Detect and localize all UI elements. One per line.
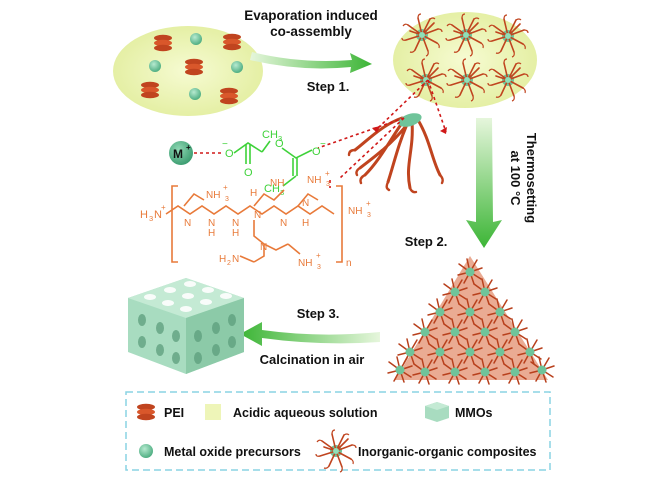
metal-ion-bead <box>169 141 193 165</box>
legend-mmo-swatch <box>425 402 449 422</box>
legend-composite-label: Inorganic-organic composites <box>358 445 537 459</box>
pei-n-label: N <box>184 218 191 229</box>
pei-nh3-label: NH <box>270 178 284 189</box>
metal-precursor-bead <box>190 33 202 45</box>
pei-structure: n H 3 N + N N H N H N N N H NH 3 + NH H … <box>140 169 371 271</box>
acetate2-minus-sign: − <box>320 139 326 150</box>
metal-precursor-bead <box>149 60 161 72</box>
pei-end-nh3-sub: 3 <box>367 212 371 219</box>
pei-nh3-label: NH <box>206 190 220 201</box>
pei-nh3-plus: + <box>223 183 228 192</box>
acetate2-o: O <box>275 138 284 150</box>
acetate-ch: CH <box>262 129 278 141</box>
pei-end-nh3-plus: + <box>366 199 371 208</box>
step1-label: Step 1. <box>307 79 350 94</box>
acetate-o: O <box>244 167 253 179</box>
step1-arrow <box>250 52 372 73</box>
pei-nh3-top-plus: + <box>325 169 330 178</box>
pei-h2n: H <box>219 254 226 265</box>
step3-label: Step 3. <box>297 306 340 321</box>
legend-mmo-label: MMOs <box>455 406 493 420</box>
pei-end-nh3: NH <box>348 206 362 217</box>
step3-arrow <box>240 322 380 346</box>
pei-h-label: H <box>302 218 309 229</box>
pei-h2n-n: N <box>232 254 239 265</box>
arrow-head <box>440 127 447 134</box>
pei-coil <box>220 87 238 105</box>
legend-metal-oxide-swatch <box>139 444 153 458</box>
legend-metal-oxide-label: Metal oxide precursors <box>164 445 301 459</box>
legend-acidic-label: Acidic aqueous solution <box>233 406 377 420</box>
pei-coil <box>154 34 172 52</box>
metal-precursor-bead <box>189 88 201 100</box>
pei-nh3-top-label: NH <box>307 175 321 186</box>
pei-n-label: N <box>208 218 215 229</box>
acetate-o-minus: O <box>225 148 234 160</box>
pei-coil <box>223 33 241 51</box>
pei-low-nh3: NH <box>298 258 312 269</box>
step1-title-line1: Evaporation induced <box>244 8 378 23</box>
pei-nh3-sub: 3 <box>225 196 229 203</box>
micelle-zoom <box>347 113 444 194</box>
acetate-sub3: 3 <box>278 134 282 143</box>
step2-title: Thermosetting at 100 °C <box>508 133 539 223</box>
composite-pyramid <box>387 256 555 385</box>
legend-pei-swatch <box>137 403 155 421</box>
pei-low-nh3-sub: 3 <box>317 264 321 271</box>
acetate2-o-minus: O <box>312 146 321 158</box>
pei-n-label: N <box>254 210 261 221</box>
pei-h3n: H <box>140 209 148 221</box>
pei-h3n-plus: + <box>161 203 166 212</box>
step2-arrow <box>466 118 502 248</box>
pei-nh3-top-sub: 3 <box>326 181 330 188</box>
pei-low-nh3-plus: + <box>316 251 321 260</box>
metal-ion-charge: + <box>186 143 191 152</box>
pei-n-label: N <box>260 242 267 253</box>
pei-h2n-sub: 2 <box>227 260 231 267</box>
acetate-right: O CH 3 O − <box>264 138 326 197</box>
pei-n-label: N <box>280 218 287 229</box>
metal-precursor-bead <box>231 61 243 73</box>
step2-label: Step 2. <box>405 234 448 249</box>
pei-h-label: H <box>250 188 257 199</box>
pei-h3n-sub: 3 <box>149 214 153 223</box>
pei-h3n-n: N <box>154 209 162 221</box>
step1-title-line2: co-assembly <box>270 24 352 39</box>
metal-ion-label: M <box>173 147 183 161</box>
acetate-minus-sign: − <box>222 139 228 150</box>
pei-n-label: N <box>232 218 239 229</box>
arrow-head <box>372 126 380 133</box>
pei-h-label: H <box>208 228 215 239</box>
step2-title-line2: at 100 °C <box>508 150 523 206</box>
acetate2-ch: CH <box>264 183 280 195</box>
step3-title: Calcination in air <box>260 352 365 367</box>
acetate-left: O − O CH 3 <box>222 129 282 179</box>
pei-n-subscript: n <box>346 258 352 269</box>
pei-coil <box>185 58 203 76</box>
pei-coil <box>141 81 159 99</box>
legend-acidic-swatch <box>205 404 221 420</box>
legend-pei-label: PEI <box>164 406 184 420</box>
pei-n-label: N <box>302 198 309 209</box>
mmo-block <box>128 278 244 374</box>
pei-h-label: H <box>232 228 239 239</box>
zoom-lines <box>172 79 447 188</box>
step2-title-line1: Thermosetting <box>524 133 539 223</box>
